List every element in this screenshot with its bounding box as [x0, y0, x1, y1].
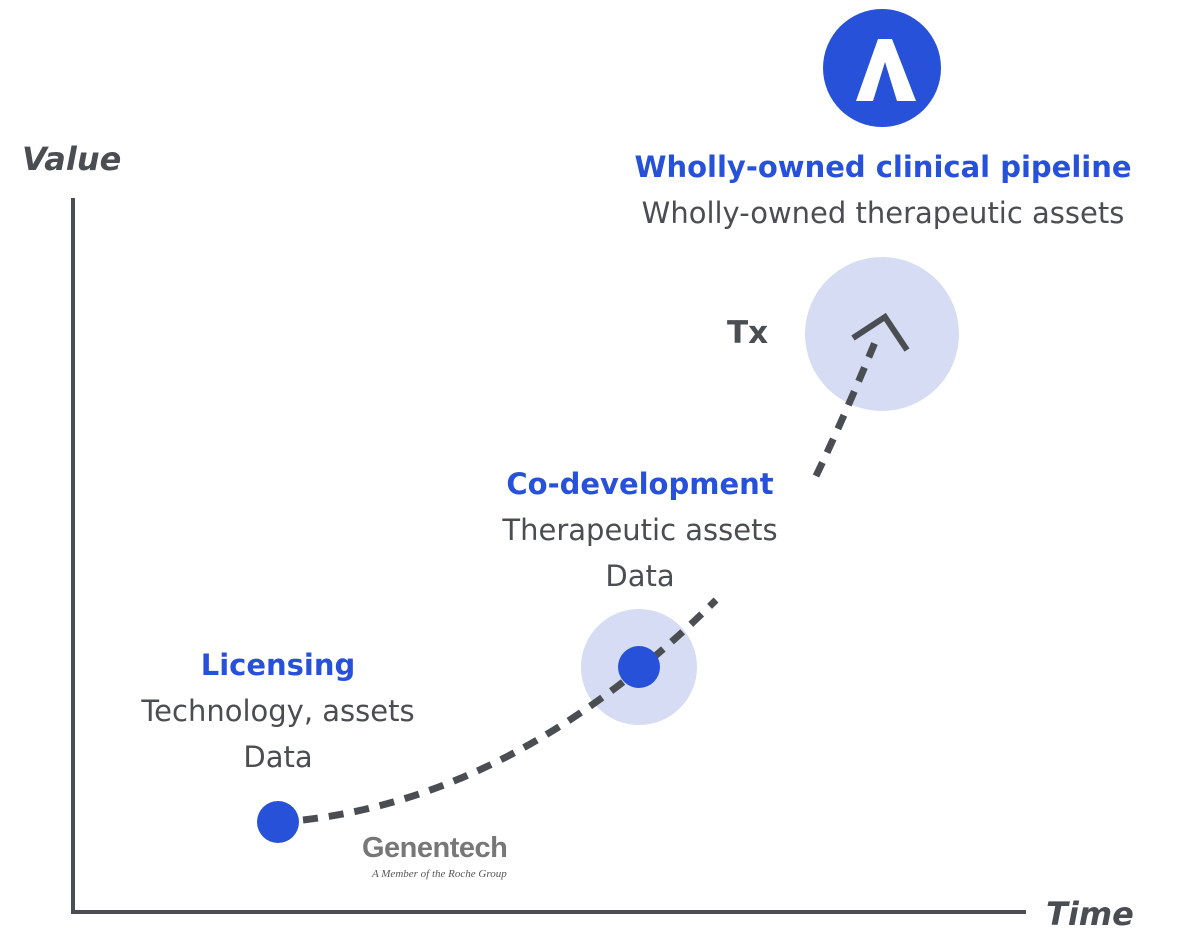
codevelopment-line-1: Therapeutic assets: [502, 513, 778, 547]
x-axis-label: Time: [1046, 895, 1134, 933]
codevelopment-dot: [618, 646, 660, 688]
tx-marker-label: Tx: [727, 315, 769, 351]
growth-arrowhead: [851, 312, 910, 352]
y-axis-label: Value: [22, 140, 122, 178]
a-letter-logo-icon: [823, 9, 941, 127]
codevelopment-title: Co-development: [506, 467, 774, 501]
genentech-logo-wordmark: Genentech: [362, 832, 508, 864]
licensing-title: Licensing: [200, 648, 356, 682]
genentech-logo-tagline: A Member of the Roche Group: [372, 868, 507, 880]
licensing-line-2: Data: [243, 740, 313, 774]
wholly-owned-title: Wholly-owned clinical pipeline: [634, 150, 1132, 184]
codevelopment-line-2: Data: [605, 559, 675, 593]
licensing-line-1: Technology, assets: [141, 694, 415, 728]
licensing-dot: [257, 801, 299, 843]
growth-path-upper: [812, 333, 882, 478]
wholly-owned-description: Wholly-owned therapeutic assets: [641, 196, 1125, 230]
wholly-owned-halo: [805, 257, 959, 411]
growth-path-lower: [302, 597, 719, 824]
